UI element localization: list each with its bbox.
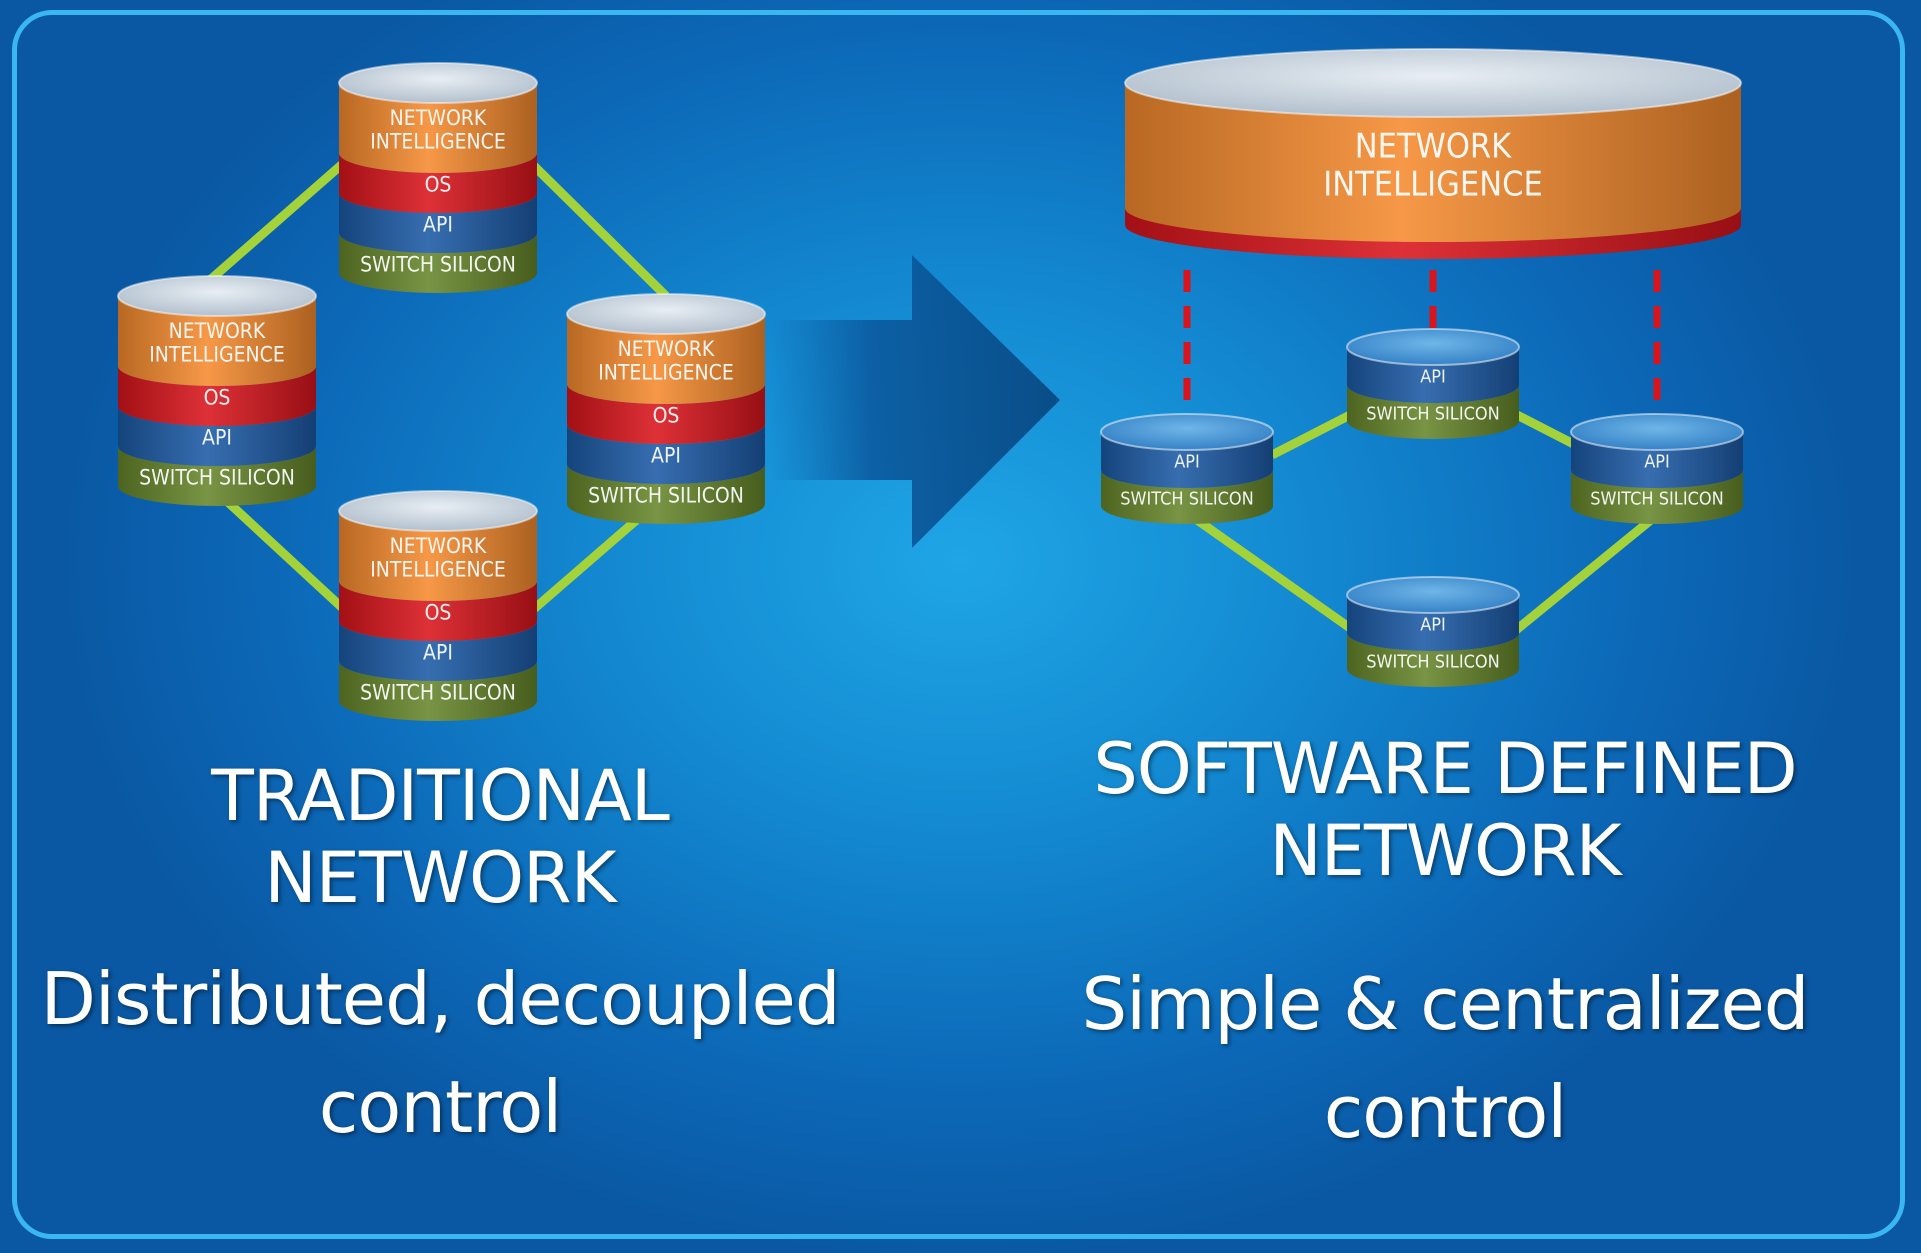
sdn-switch-top: SWITCH SILICON API — [1346, 328, 1520, 439]
sdn-controller-intelligence-label: INTELLIGENCE — [1323, 164, 1543, 204]
sdn-link-left-top — [1269, 410, 1353, 460]
sdn-controller-top-disc — [1124, 48, 1742, 118]
sdn-switch-right-top-disc — [1570, 413, 1744, 451]
device-bottom-top-disc — [338, 490, 538, 532]
sdn-switch-left: SWITCH SILICON API — [1100, 413, 1274, 524]
sdn-description-line1: Simple & centralized — [1081, 962, 1809, 1046]
device-bottom-os-label: OS — [425, 601, 452, 625]
traditional-description-line2: control — [318, 1065, 563, 1149]
sdn-switch-top-api-label: API — [1420, 366, 1446, 387]
device-bottom-silicon-label: SWITCH SILICON — [360, 681, 516, 705]
device-left-os-label: OS — [204, 386, 231, 410]
sdn-switch-left-api-label: API — [1174, 451, 1200, 472]
device-right-top-disc — [566, 293, 766, 335]
sdn-controller-intelligence-label: NETWORK — [1355, 126, 1512, 166]
sdn-switch-right: SWITCH SILICON API — [1570, 413, 1744, 524]
sdn-switch-left-top-disc — [1100, 413, 1274, 451]
device-top-top-disc — [338, 62, 538, 104]
network-links — [207, 156, 1660, 639]
device-bottom-api-label: API — [423, 641, 453, 665]
sdn-link-right-bottom — [1507, 511, 1660, 639]
transition-arrow — [770, 255, 1060, 548]
sdn-description: Simple & centralized control — [1050, 950, 1840, 1166]
device-stacks: SWITCH SILICONAPIOSNETWORKINTELLIGENCESW… — [117, 48, 1744, 721]
sdn-switch-top-silicon-label: SWITCH SILICON — [1366, 403, 1500, 424]
device-top-intelligence-label: INTELLIGENCE — [370, 129, 506, 153]
device-right-api-label: API — [651, 444, 681, 468]
device-left-intelligence-label: INTELLIGENCE — [149, 342, 285, 366]
sdn-description-line2: control — [1323, 1070, 1568, 1154]
sdn-switch-left-silicon-label: SWITCH SILICON — [1120, 488, 1254, 509]
sdn-switch-right-api-label: API — [1644, 451, 1670, 472]
device-bottom-intelligence-label: NETWORK — [390, 534, 487, 558]
sdn-link-left-bottom — [1187, 511, 1363, 639]
control-links — [1183, 270, 1661, 420]
device-top-intelligence-label: NETWORK — [390, 106, 487, 130]
link-right-bottom — [524, 506, 651, 619]
device-right-silicon-label: SWITCH SILICON — [588, 484, 744, 508]
sdn-switch-right-silicon-label: SWITCH SILICON — [1590, 488, 1724, 509]
slide-frame — [12, 10, 1905, 1239]
device-top-api-label: API — [423, 213, 453, 237]
device-right-intelligence-label: INTELLIGENCE — [598, 360, 734, 384]
sdn-switch-bottom-silicon-label: SWITCH SILICON — [1366, 651, 1500, 672]
link-left-bottom — [213, 488, 354, 619]
traditional-network-title: TRADITIONAL NETWORK — [211, 755, 670, 919]
device-right-intelligence-label: NETWORK — [618, 337, 715, 361]
device-bottom-intelligence-label: INTELLIGENCE — [370, 557, 506, 581]
sdn-title-line1: SOFTWARE DEFINED — [1093, 728, 1797, 810]
sdn-switch-top-top-disc — [1346, 328, 1520, 366]
link-top-right — [524, 156, 670, 300]
device-left-api-label: API — [202, 426, 232, 450]
device-left-top-disc — [117, 275, 317, 317]
sdn-title: SOFTWARE DEFINED NETWORK — [1050, 728, 1840, 892]
traditional-network-description: Distributed, decoupled control — [30, 945, 850, 1161]
link-top-left — [207, 156, 350, 284]
device-left-silicon-label: SWITCH SILICON — [139, 466, 295, 490]
traditional-description-line1: Distributed, decoupled — [40, 957, 840, 1041]
device-left-intelligence-label: NETWORK — [169, 319, 266, 343]
device-right-os-label: OS — [653, 404, 680, 428]
sdn-switch-bottom: SWITCH SILICON API — [1346, 576, 1520, 687]
sdn-switch-bottom-top-disc — [1346, 576, 1520, 614]
sdn-title-line2: NETWORK — [1269, 810, 1621, 892]
device-top-silicon-label: SWITCH SILICON — [360, 253, 516, 277]
sdn-switch-bottom-api-label: API — [1420, 614, 1446, 635]
device-top-os-label: OS — [425, 173, 452, 197]
